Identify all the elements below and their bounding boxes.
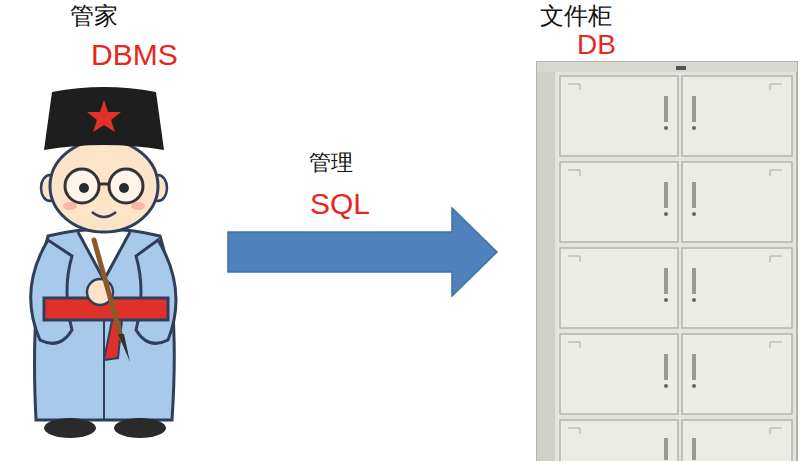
language-label: SQL [310,186,370,222]
node-heading: 管家 [70,2,118,31]
butler-figure [31,87,176,438]
cabinet-node: 文件柜DB [497,0,800,461]
node-subheading: DB [577,28,616,62]
node-heading: 文件柜 [540,2,612,31]
edge-label: 管理 [309,150,353,176]
node-subheading: DBMS [91,37,178,73]
block-arrow [228,208,497,296]
label-holder: SQL [310,186,370,222]
edge-label-holder: 管理 [309,150,353,176]
butler-node: 管家 DBMS [5,0,228,450]
file-cabinet [537,62,797,461]
